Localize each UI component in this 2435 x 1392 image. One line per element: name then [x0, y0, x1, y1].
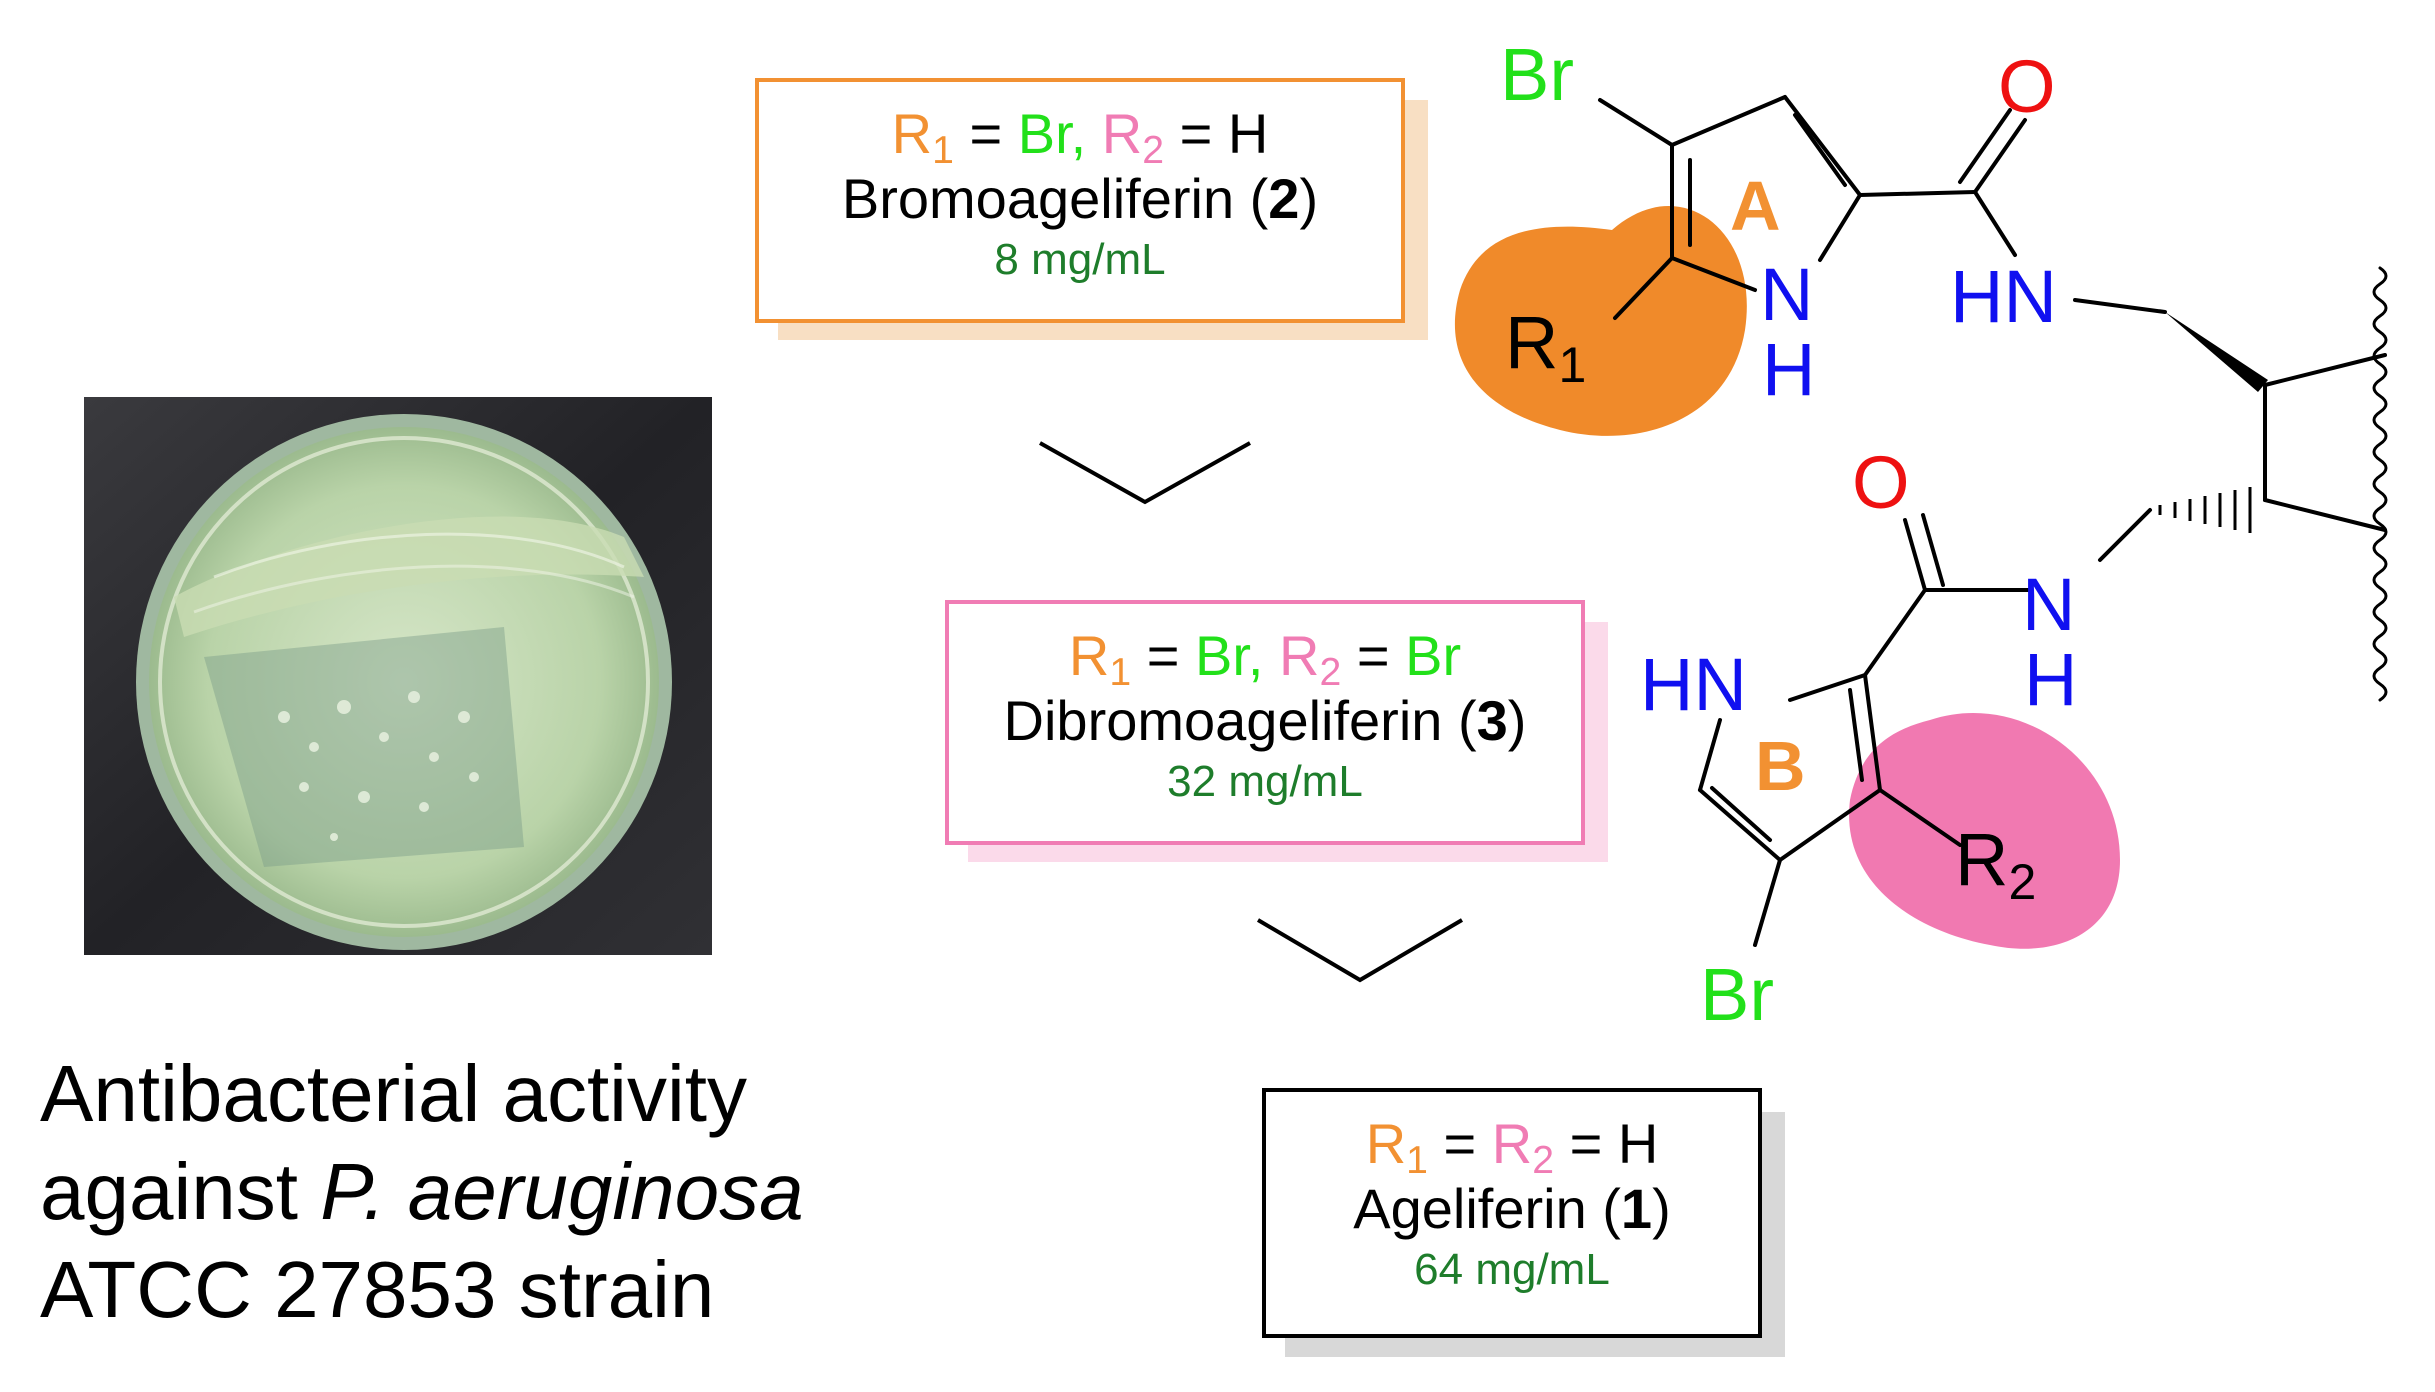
h-bottom-label: H	[2024, 638, 2077, 721]
compound-box-bromoageliferin: R1 = Br, R2 = H Bromoageliferin (2) 8 mg…	[755, 78, 1405, 323]
caption-line-2: against P. aeruginosa	[40, 1147, 804, 1236]
arrow-down-1	[1039, 441, 1251, 505]
o-top-label: O	[1998, 45, 2056, 128]
compound-name: Dibromoageliferin (3)	[1003, 689, 1527, 752]
mic-value: 64 mg/mL	[1414, 1245, 1610, 1294]
substituent-line: R1 = R2 = H	[1365, 1112, 1659, 1182]
compound-box-ageliferin: R1 = R2 = H Ageliferin (1) 64 mg/mL	[1262, 1088, 1762, 1338]
ring-b-label: B	[1755, 727, 1806, 805]
hn-ring-b-label: HN	[1640, 643, 1747, 726]
compound-name: Bromoageliferin (2)	[841, 167, 1319, 230]
caption-line-3: ATCC 27853 strain	[40, 1245, 715, 1334]
r1-highlight-blob	[1454, 206, 1747, 436]
ring-a-n: N	[1760, 253, 1813, 336]
substituent-line: R1 = Br, R2 = H	[891, 102, 1269, 172]
r1-structure-label: R1	[1505, 301, 1586, 393]
hashed-bond	[2158, 487, 2252, 533]
wedge-bond	[2165, 312, 2268, 392]
ring-a-label: A	[1730, 167, 1781, 245]
br-bottom-label: Br	[1700, 953, 1774, 1036]
o-bottom-label: O	[1852, 441, 1910, 524]
n-bottom-label: N	[2022, 563, 2075, 646]
caption: Antibacterial activity against P. aerugi…	[40, 1045, 940, 1339]
mic-value: 32 mg/mL	[1167, 757, 1363, 806]
caption-line-1: Antibacterial activity	[40, 1049, 747, 1138]
compound-name: Ageliferin (1)	[1353, 1177, 1671, 1240]
compound-box-dibromoageliferin: R1 = Br, R2 = Br Dibromoageliferin (3) 3…	[945, 600, 1585, 845]
substituent-line: R1 = Br, R2 = Br	[1068, 624, 1462, 694]
mic-value: 8 mg/mL	[994, 235, 1166, 284]
r2-highlight-blob	[1849, 712, 2120, 949]
ring-a-h: H	[1762, 328, 1815, 411]
br-top-label: Br	[1500, 33, 1574, 116]
hn-top-label: HN	[1950, 255, 2057, 338]
r2-structure-label: R2	[1955, 818, 2036, 910]
petri-dish-photo	[84, 397, 712, 955]
arrow-down-2	[1256, 918, 1464, 983]
